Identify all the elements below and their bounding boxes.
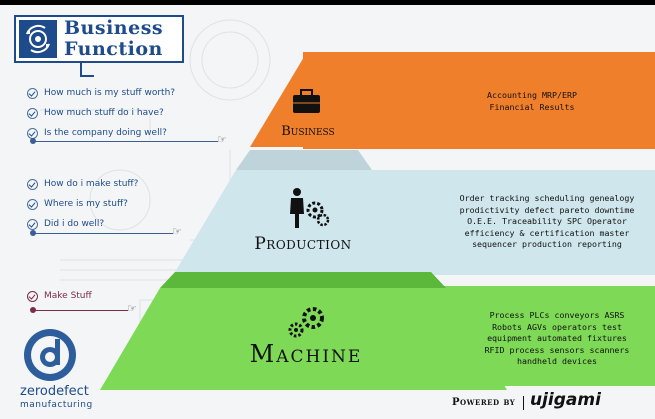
- zerodefect-logo-icon: [24, 329, 76, 381]
- production-tier-label: Production: [254, 234, 352, 254]
- production-leader-line: [30, 230, 173, 236]
- business-leader-line: [30, 138, 218, 144]
- machine-panel-text: Process PLCs conveyors ASRS Robots AGVs …: [484, 310, 630, 366]
- machine-tier: [100, 288, 507, 390]
- question-item: How much is my stuff worth?: [27, 83, 175, 103]
- pointing-hand-icon: ☞: [217, 133, 227, 146]
- business-function-title-box: Business Function: [14, 15, 184, 63]
- worker-gears-icon: [290, 188, 330, 228]
- page-title: Business Function: [64, 18, 184, 60]
- business-panel-text: Accounting MRP/ERP Financial Results: [487, 90, 577, 112]
- business-tier-label: Business: [281, 124, 335, 139]
- check-icon: [27, 108, 38, 119]
- check-icon: [27, 219, 38, 230]
- powered-by-label: Powered by: [452, 397, 516, 408]
- top-bar: [0, 0, 655, 5]
- check-icon: [27, 88, 38, 99]
- question-item: How do i make stuff?: [27, 174, 138, 194]
- check-icon: [27, 291, 38, 302]
- question-item: Make Stuff: [27, 286, 92, 306]
- question-item: Did i do well?: [27, 214, 138, 234]
- title-line-2: Function: [64, 38, 163, 60]
- process-icon: [19, 20, 57, 58]
- question-item: Where is my stuff?: [27, 194, 138, 214]
- footer-divider: [523, 396, 524, 410]
- title-line-1: Business: [64, 17, 164, 39]
- pointing-hand-icon: ☞: [127, 302, 137, 315]
- brand-logo: ujigami: [530, 390, 601, 410]
- briefcase-icon: [293, 89, 320, 113]
- business-panel: Accounting MRP/ERP Financial Results: [303, 52, 655, 149]
- zerodefect-logo-subtitle: manufacturing: [20, 400, 93, 410]
- gears-icon: [288, 307, 324, 338]
- production-tier: [175, 170, 431, 272]
- production-panel-text: Order tracking scheduling genealogy prod…: [459, 193, 635, 249]
- title-box-pointer: [80, 63, 94, 77]
- machine-questions: Make Stuff: [27, 286, 92, 306]
- machine-tier-label: Machine: [249, 340, 363, 368]
- question-item: How much stuff do i have?: [27, 103, 175, 123]
- tier-connector: [160, 272, 446, 288]
- machine-leader-line: [30, 307, 128, 313]
- production-questions: How do i make stuff? Where is my stuff? …: [27, 174, 138, 234]
- business-questions: How much is my stuff worth? How much stu…: [27, 83, 175, 143]
- check-icon: [27, 179, 38, 190]
- zerodefect-logo-name: zerodefect: [20, 384, 89, 399]
- check-icon: [27, 199, 38, 210]
- tier-connector: [236, 150, 372, 170]
- pointing-hand-icon: ☞: [172, 225, 182, 238]
